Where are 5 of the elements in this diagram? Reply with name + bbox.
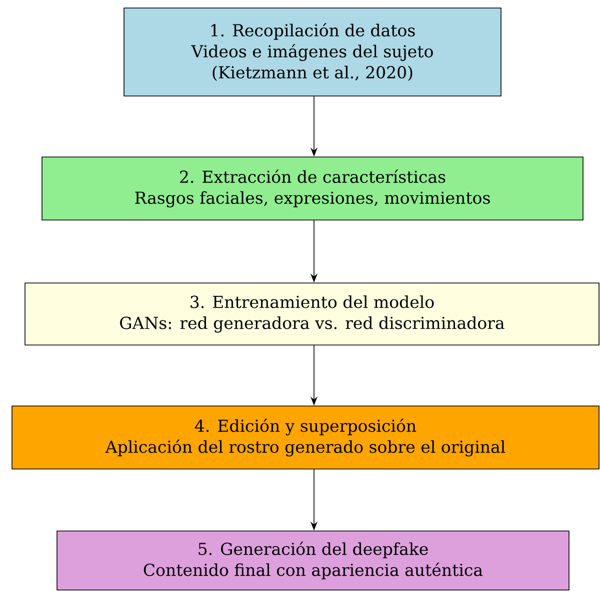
process-box: 4. Edición y superposición Aplicación del rostro generado sobre el original (12, 406, 600, 470)
process-box: 1. Recopilación de datos Videos e imágenes del sujeto (Kietzmann et al., 2020) (124, 8, 502, 96)
process-box: 2. Extracción de características Rasgos faciales, expresiones, movimientos (42, 156, 584, 220)
process-box: 5. Generación del deepfake Contenido final con apariencia auténtica (56, 530, 570, 590)
process-box: 3. Entrenamiento del modelo GANs: red generadora vs. red discriminadora (24, 282, 600, 346)
